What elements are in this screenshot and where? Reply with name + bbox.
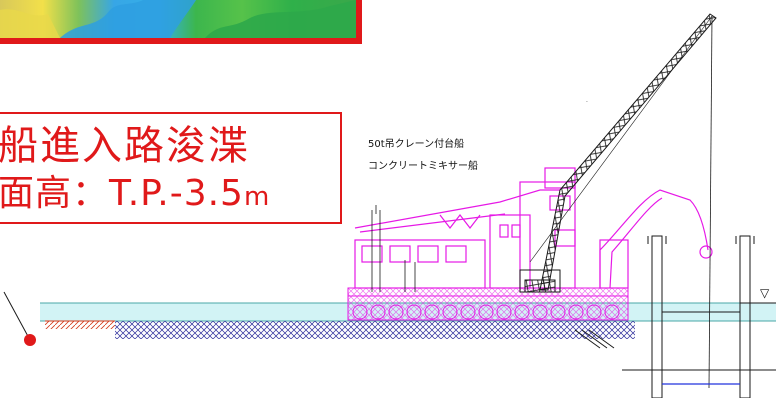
crane-barge-label: 50t吊クレーン付台船 [368,139,465,150]
seabed-hatch [45,321,115,329]
callout-pointer [3,291,36,346]
callout-depth: 面高：T.P.-3.5m [0,176,270,212]
callout-depth-value: 面高：T.P.-3.5 [0,173,244,214]
mixer-ship-label: コンクリートミキサー船 [368,161,478,172]
crawler-crane [519,13,717,389]
callout-title: 船進入路浚渫 [0,123,250,169]
water-level-marker: ▽ [760,286,770,300]
dredge-callout: 船進入路浚渫 面高：T.P.-3.5m [0,112,342,224]
callout-depth-unit: m [243,182,271,212]
vessel-labels: 50t吊クレーン付台船 コンクリートミキサー船 [368,140,478,184]
deck-structure [371,205,416,292]
svg-text:.: . [586,97,588,104]
colour-map-inset [0,0,362,44]
barge [347,287,629,321]
dredge-area [115,321,635,339]
seabed-marks [574,329,615,349]
barge-fenders [352,304,620,320]
